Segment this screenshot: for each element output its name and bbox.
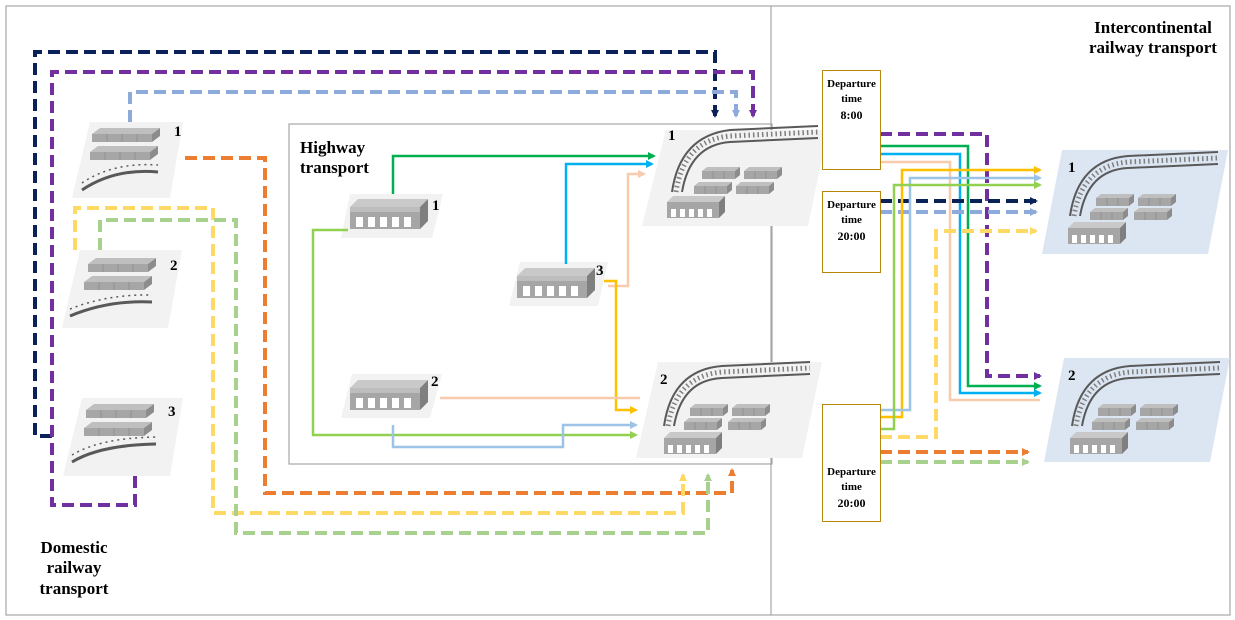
domestic-region-title: Domestic railway transport (18, 538, 130, 599)
highway-terminal-1 (341, 194, 443, 238)
highway-terminal-3 (509, 262, 608, 306)
highway-terminal-2-label: 2 (431, 374, 439, 391)
domestic-station-1 (72, 122, 183, 198)
destination-station-2-label: 2 (1068, 368, 1076, 385)
route-cyan-intercontinental (826, 154, 1040, 393)
highway-terminal-1-label: 1 (432, 198, 440, 215)
destination-station-1-label: 1 (1068, 160, 1076, 177)
domestic-station-3 (63, 398, 183, 476)
departure-time-box-1: Departure time 8:00 (822, 70, 881, 170)
highway-terminal-2 (341, 374, 442, 418)
route-green-highway-1 (393, 156, 654, 194)
domestic-station-2-label: 2 (170, 258, 178, 275)
route-cyan-highway-3 (566, 164, 652, 264)
domestic-station-2 (62, 250, 182, 328)
departure-time-box-2: Departure time 20:00 (822, 191, 881, 273)
route-gold-highway-3 (604, 281, 636, 410)
domestic-station-3-label: 3 (168, 404, 176, 421)
route-peach-highway-3 (608, 174, 644, 286)
highway-region-title: Highway transport (300, 138, 390, 179)
route-lightblue-domestic-1 (130, 92, 736, 122)
outer-frame (6, 6, 1230, 615)
hub-station-1-label: 1 (668, 128, 676, 145)
highway-terminal-3-label: 3 (596, 263, 604, 280)
departure-time-box-3: Departure time 20:00 (822, 404, 881, 522)
domestic-station-1-label: 1 (174, 124, 182, 141)
intercontinental-region-title: Intercontinental railway transport (1078, 18, 1228, 59)
hub-station-2-label: 2 (660, 372, 668, 389)
